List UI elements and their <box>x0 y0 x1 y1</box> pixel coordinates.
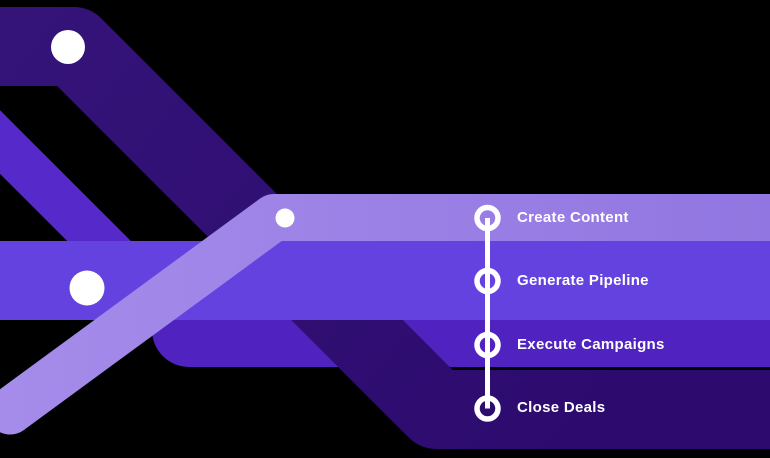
execute-campaigns-ribbon <box>152 320 770 367</box>
timeline-label-create-content: Create Content <box>517 209 629 226</box>
timeline-node-close <box>474 395 501 422</box>
generate-elbow-dot <box>69 270 105 306</box>
create-content-ribbon <box>0 194 770 435</box>
timeline-label-execute-campaigns: Execute Campaigns <box>517 336 665 353</box>
timeline-label-generate-pipeline: Generate Pipeline <box>517 272 649 289</box>
timeline-label-close-deals: Close Deals <box>517 399 606 416</box>
timeline-node-generate <box>474 267 501 295</box>
timeline-node-create <box>474 204 501 232</box>
top-elbow-dot <box>51 30 85 64</box>
timeline-node-execute <box>474 331 501 359</box>
create-elbow-dot <box>275 208 295 228</box>
generate-arm-ribbon <box>0 110 136 278</box>
